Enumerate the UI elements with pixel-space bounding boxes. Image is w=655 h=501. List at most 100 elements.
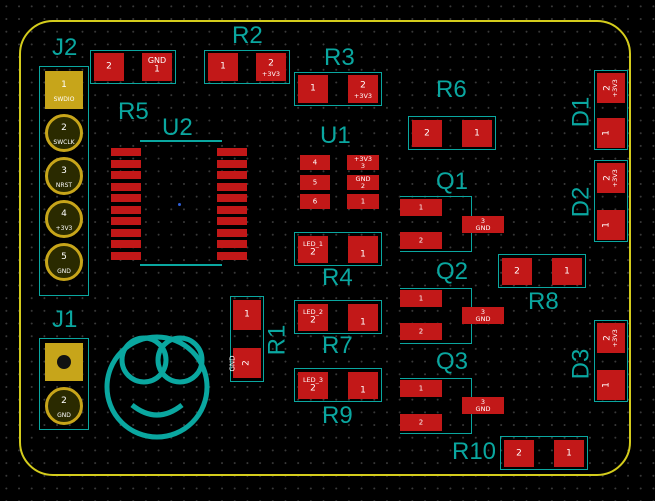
d1-pin-1[interactable]: 1 [597,118,625,148]
r7-pin-1[interactable]: 1 [348,304,378,331]
ref-r8: R8 [528,288,559,315]
r6-pin-1[interactable]: 1 [462,120,492,147]
u2-pad[interactable] [111,194,141,202]
q2-pin-2[interactable]: 2 [400,323,442,340]
q3-pin-1[interactable]: 1 [400,380,442,397]
r6-pin-2[interactable]: 2 [412,120,442,147]
d1-outline [594,70,628,150]
d2-outline [594,160,628,242]
u2-pad[interactable] [111,251,141,260]
ref-r3: R3 [324,44,355,71]
u2-pad[interactable] [217,205,247,214]
q1-pin-1[interactable]: 1 [400,199,442,216]
ref-u2: U2 [162,114,193,141]
ref-j1: J1 [52,306,78,333]
ref-r4: R4 [322,264,353,291]
j1-pin-1[interactable] [45,343,83,381]
u2-pad[interactable] [111,159,141,168]
ref-d1: D1 [567,96,595,128]
r3-outline [294,72,382,106]
ref-r6: R6 [436,76,467,103]
r3-pin-2[interactable]: 2+3V3 [348,75,378,103]
u2-pad[interactable] [217,194,247,202]
u2-center [178,203,181,206]
q1-pin-2[interactable]: 2 [400,232,442,249]
u2-pad[interactable] [217,148,247,156]
r4-outline [294,232,382,266]
r9-pin-1[interactable]: 1 [348,372,378,399]
u2-pad[interactable] [111,240,141,248]
ref-d2: D2 [567,186,595,218]
r8-pin-2[interactable]: 2 [502,258,532,285]
r10-pin-2[interactable]: 2 [504,440,534,467]
u2-pad[interactable] [217,182,247,191]
r3-pin-1[interactable]: 1 [298,75,328,103]
u1-pin-1[interactable]: 1 [347,194,379,209]
u2-pad[interactable] [217,240,247,248]
q2-pin-1[interactable]: 1 [400,290,442,307]
d3-pin-2[interactable]: 2+3V3 [597,323,625,353]
d2-pin-2[interactable]: 2+3V3 [597,163,625,193]
u2-pad[interactable] [111,217,141,225]
r1-outline [230,296,264,382]
r2-pin-1[interactable]: 1 [208,53,238,81]
r6-outline [408,116,496,150]
q3-pin-2[interactable]: 2 [400,414,442,431]
ref-j2: J2 [52,34,78,61]
u2-silk-bottom [140,264,222,266]
r4-pin-1[interactable]: 1 [348,236,378,263]
r2-outline [204,50,290,84]
u2-pad[interactable] [111,228,141,237]
u2-pad[interactable] [217,217,247,225]
u1-pin-5[interactable]: 5 [300,175,330,190]
r10-pin-1[interactable]: 1 [554,440,584,467]
r7-outline [294,300,382,334]
ref-d3: D3 [567,348,595,380]
r1-pin-1[interactable]: 1 [233,300,261,330]
d1-pin-2[interactable]: 2+3V3 [597,73,625,103]
u1-pin-6[interactable]: 6 [300,194,330,209]
ref-r1: R1 [263,324,291,356]
d3-pin-1[interactable]: 1 [597,370,625,400]
u2-pad[interactable] [111,148,141,156]
d2-pin-1[interactable]: 1 [597,210,625,240]
r2-pin-2[interactable]: 2+3V3 [256,53,286,81]
u2-pad[interactable] [111,171,141,179]
u2-pad[interactable] [217,251,247,260]
r8-pin-1[interactable]: 1 [552,258,582,285]
r9-outline [294,368,382,402]
u2-pad[interactable] [111,205,141,214]
r10-outline [500,436,588,470]
j2-outline [39,66,89,296]
r-unlabeled-pin-2[interactable]: 2 [94,53,124,81]
u2-silk-top [140,140,222,142]
board-outline [19,20,631,476]
ref-q1: Q1 [436,168,469,195]
u2-pad[interactable] [217,228,247,237]
u2-pad[interactable] [217,171,247,179]
ref-r5: R5 [118,98,149,125]
r-unlabeled-outline [90,50,176,84]
r8-outline [498,254,586,288]
j2-pin-4[interactable]: 4+3V3 [45,200,83,238]
u2-pad[interactable] [111,182,141,191]
u2-pad[interactable] [217,159,247,168]
ref-r2: R2 [232,22,263,49]
u1-pin-4[interactable]: 4 [300,155,330,170]
